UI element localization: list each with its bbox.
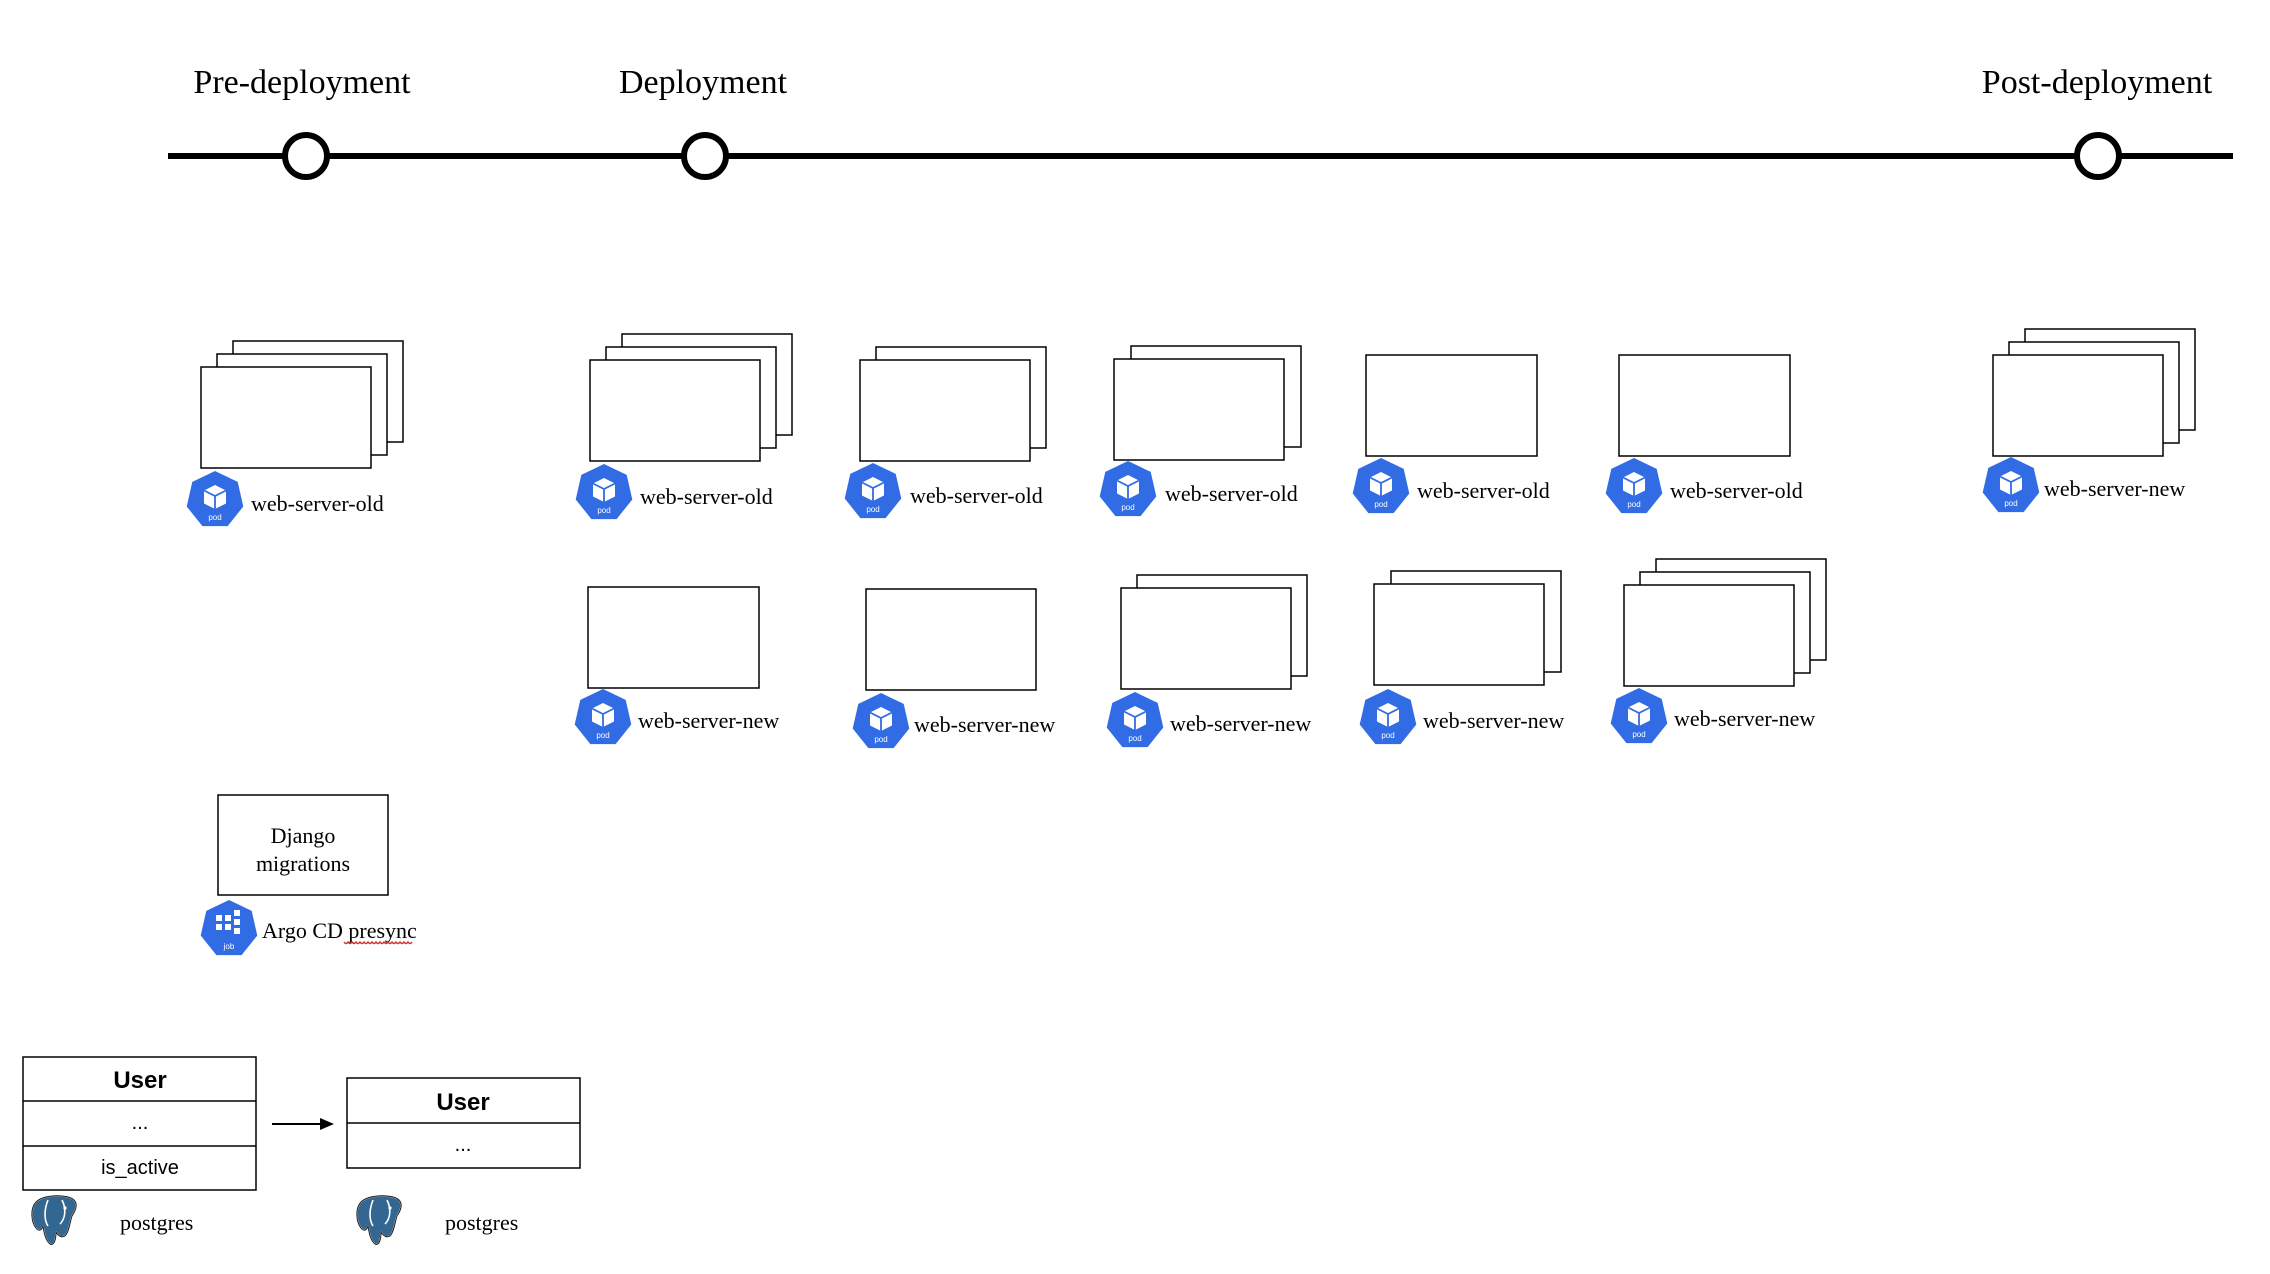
svg-text:pod: pod — [1121, 503, 1134, 512]
pod-label: web-server-new — [1674, 706, 1815, 731]
db-table-before: User ... is_active postgres — [22, 1056, 257, 1246]
replica-card — [1373, 583, 1545, 686]
phase-label-pre-deployment: Pre-deployment — [193, 64, 411, 101]
replica-card — [1992, 354, 2164, 457]
pod-icon: pod — [852, 693, 910, 749]
phase-label-post-deployment: Post-deployment — [1982, 64, 2213, 101]
pod-icon: pod — [186, 471, 244, 527]
pod-label: web-server-new — [638, 708, 779, 733]
db-table-after: User ... postgres — [346, 1077, 581, 1246]
db-label: postgres — [120, 1210, 193, 1235]
pod-group-dep-new-1: pod web-server-new — [574, 586, 779, 745]
timeline-milestone-deploy — [681, 132, 729, 180]
pod-icon: pod — [1610, 688, 1668, 744]
svg-text:pod: pod — [866, 505, 879, 514]
pod-group-dep-old-3: pod web-server-old — [1099, 345, 1302, 517]
replica-card — [859, 359, 1031, 462]
job-icon: job — [200, 900, 258, 956]
svg-text:pod: pod — [208, 513, 221, 522]
pod-icon: pod — [1359, 689, 1417, 745]
pod-label: web-server-new — [2044, 476, 2185, 501]
pod-group-post-new: pod web-server-new — [1982, 328, 2196, 513]
pod-label: web-server-old — [640, 484, 773, 509]
pod-label: web-server-new — [1170, 711, 1311, 736]
replica-card — [1113, 358, 1285, 461]
pod-label: web-server-old — [1165, 481, 1298, 506]
pod-icon: pod — [575, 464, 633, 520]
spellcheck-underline — [343, 940, 413, 945]
table-row: is_active — [101, 1157, 179, 1179]
pod-group-dep-new-4: pod web-server-new — [1359, 570, 1564, 745]
svg-text:pod: pod — [2004, 499, 2017, 508]
timeline-milestone-post — [2074, 132, 2122, 180]
pod-label: web-server-old — [910, 483, 1043, 508]
pod-label: web-server-new — [1423, 708, 1564, 733]
timeline: Pre-deployment Deployment Post-deploymen… — [168, 64, 2233, 180]
pod-icon: pod — [1982, 457, 2040, 513]
svg-text:pod: pod — [1128, 734, 1141, 743]
job-label: Argo CD presync — [262, 918, 417, 943]
replica-card — [865, 588, 1037, 691]
pod-label: web-server-old — [1670, 478, 1803, 503]
svg-text:pod: pod — [1627, 500, 1640, 509]
pod-group-dep-old-2: pod web-server-old — [844, 346, 1047, 519]
db-label: postgres — [445, 1210, 518, 1235]
pod-group-dep-new-2: pod web-server-new — [852, 588, 1055, 749]
pod-icon: pod — [1605, 458, 1663, 514]
pod-icon: pod — [1106, 692, 1164, 748]
table-outline — [22, 1056, 257, 1191]
replica-card — [587, 586, 760, 689]
pod-icon: pod — [1099, 461, 1157, 517]
pod-group-dep-old-4: pod web-server-old — [1352, 354, 1550, 514]
replica-card — [589, 359, 761, 462]
pod-group-dep-new-5: pod web-server-new — [1610, 558, 1827, 744]
phase-label-deployment: Deployment — [619, 64, 788, 101]
svg-text:pod: pod — [874, 735, 887, 744]
replica-card — [1618, 354, 1791, 457]
svg-text:pod: pod — [596, 731, 609, 740]
pod-group-dep-old-1: pod web-server-old — [575, 333, 793, 520]
postgres-elephant-icon — [356, 1194, 402, 1246]
svg-text:pod: pod — [597, 506, 610, 515]
pod-icon: pod — [574, 689, 632, 745]
table-row: ... — [455, 1134, 472, 1156]
svg-text:pod: pod — [1632, 730, 1645, 739]
table-name: User — [436, 1089, 489, 1116]
replica-card — [1623, 584, 1795, 687]
migration-job-title-line1: Django — [271, 823, 336, 848]
table-row: ... — [132, 1112, 149, 1134]
replica-card — [1120, 587, 1292, 690]
svg-text:pod: pod — [1381, 731, 1394, 740]
pod-icon: pod — [1352, 458, 1410, 514]
pod-group-dep-new-3: pod web-server-new — [1106, 574, 1311, 748]
pod-label: web-server-new — [914, 712, 1055, 737]
table-name: User — [113, 1067, 166, 1094]
svg-text:job: job — [223, 942, 235, 951]
pod-group-dep-old-5: pod web-server-old — [1605, 354, 1803, 514]
pod-label: web-server-old — [1417, 478, 1550, 503]
migration-job: Django migrations job Argo CD presync — [200, 794, 417, 956]
timeline-milestone-pre — [282, 132, 330, 180]
migration-job-title-line2: migrations — [256, 851, 350, 876]
svg-text:pod: pod — [1374, 500, 1387, 509]
pod-label: web-server-old — [251, 491, 384, 516]
replica-card — [200, 366, 372, 469]
migration-arrow — [272, 1118, 334, 1130]
migration-job-box — [217, 794, 389, 896]
pod-icon: pod — [844, 463, 902, 519]
postgres-elephant-icon — [31, 1194, 77, 1246]
replica-card — [1365, 354, 1538, 457]
pod-group-pre-old: pod web-server-old — [186, 340, 404, 527]
